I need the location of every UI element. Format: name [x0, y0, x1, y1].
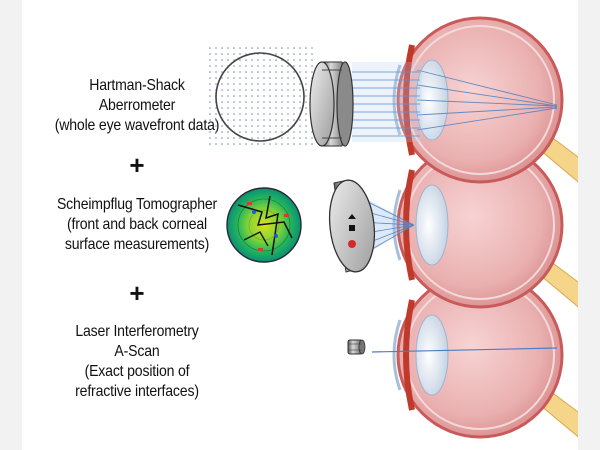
optics-illustration	[209, 16, 578, 439]
a-scan-probe-icon	[347, 339, 366, 355]
label-line: Aberrometer	[98, 97, 176, 114]
aberrometer-lens-icon	[309, 61, 354, 147]
shack-hartmann-dot-grid-icon	[209, 47, 313, 145]
eye-cross-section-icon	[392, 16, 578, 184]
label-line: refractive interfaces)	[75, 383, 199, 400]
eye-cross-section-icon	[392, 141, 578, 309]
label-line: (whole eye wavefront data)	[54, 117, 220, 134]
label-line: (Exact position of	[84, 363, 190, 380]
label-hartman-shack: Hartman-Shack Aberrometer (whole eye wav…	[36, 76, 238, 136]
label-line: Scheimpflug Tomographer	[56, 196, 218, 213]
label-scheimpflug: Scheimpflug Tomographer (front and back …	[36, 195, 238, 255]
corneal-topography-map-icon	[226, 187, 302, 263]
label-line: A-Scan	[114, 343, 160, 360]
label-laser-interferometry: Laser Interferometry A-Scan (Exact posit…	[36, 322, 238, 402]
label-line: Hartman-Shack	[89, 77, 185, 94]
label-line: Laser Interferometry	[75, 323, 199, 340]
diagram-frame: Hartman-Shack Aberrometer (whole eye wav…	[22, 0, 578, 450]
wavefront-beams	[352, 71, 420, 137]
eye-cross-section-icon	[371, 271, 578, 439]
label-line: (front and back corneal	[67, 216, 207, 233]
tomographer-camera-icon	[328, 179, 376, 273]
label-line: surface measurements)	[64, 236, 210, 253]
plus-separator-1: +	[129, 150, 145, 180]
plus-separator-2: +	[129, 278, 145, 308]
